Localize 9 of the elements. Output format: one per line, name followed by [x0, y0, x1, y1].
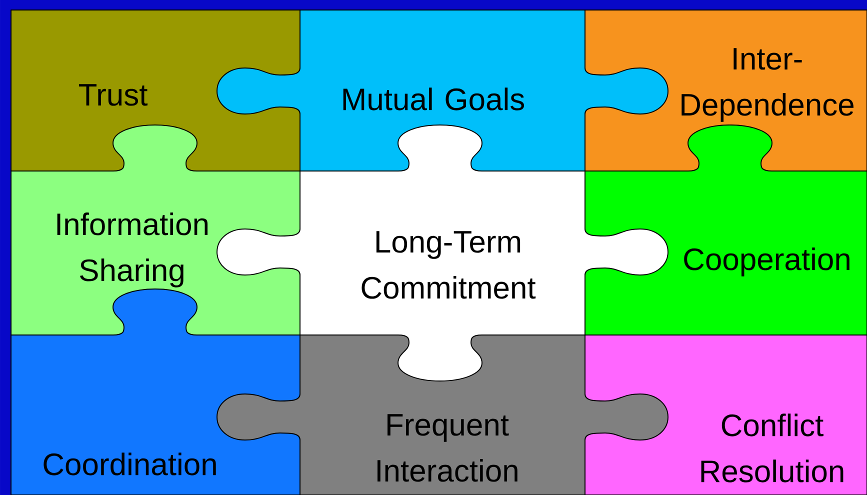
- piece-label: Frequent Interaction: [377, 414, 518, 482]
- piece-label: Inter-Dependence: [682, 48, 854, 122]
- piece-label: Cooperation: [684, 248, 850, 276]
- piece-label: Conflict Resolution: [701, 414, 844, 482]
- piece-label: Coordination: [44, 452, 216, 476]
- piece-label: Information Sharing: [57, 212, 208, 288]
- piece-label: Long-Term Commitment: [362, 231, 536, 299]
- piece-label: Mutual Goals: [343, 88, 524, 110]
- piece-label: Trust: [78, 84, 148, 106]
